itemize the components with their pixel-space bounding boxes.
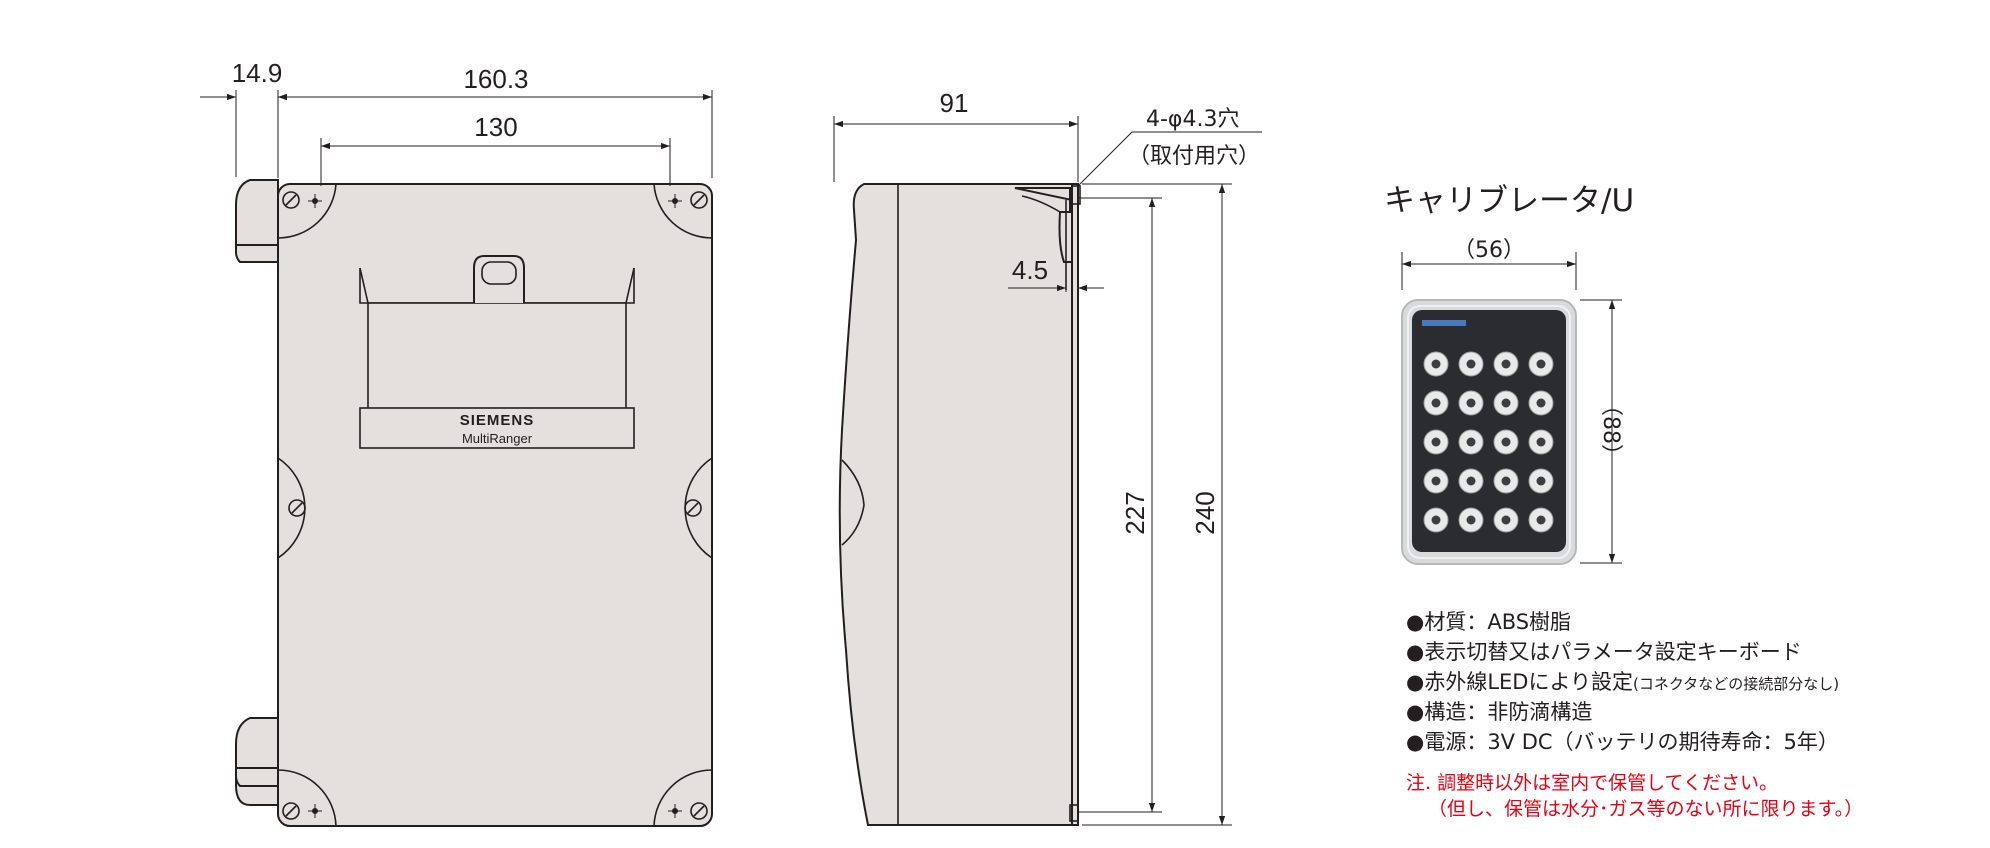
dim-mount-height: 227 bbox=[1120, 491, 1150, 534]
hole-note: （取付用穴） bbox=[1128, 144, 1260, 169]
spec-item: ●材質：ABS樹脂 bbox=[1406, 610, 1571, 634]
storage-note: （但し、保管は水分･ガス等のない所に限ります。） bbox=[1428, 798, 1863, 820]
lid-panel bbox=[367, 302, 627, 412]
side-body bbox=[838, 183, 1079, 826]
screw-icon bbox=[684, 499, 702, 517]
dim-depth: 91 bbox=[940, 88, 969, 118]
keypad-key-symbol bbox=[1431, 437, 1441, 447]
keypad-key-symbol bbox=[1431, 359, 1441, 369]
boss-bottom-right bbox=[653, 769, 713, 827]
keypad-key-symbol bbox=[1536, 476, 1546, 486]
brand-label: SIEMENS bbox=[460, 412, 535, 429]
keypad-key-symbol bbox=[1466, 398, 1476, 408]
ir-window bbox=[1422, 320, 1466, 326]
dim-mount-spacing: 130 bbox=[474, 112, 517, 142]
storage-note: 注. 調整時以外は室内で保管してください。 bbox=[1406, 772, 1778, 794]
side-flange bbox=[1071, 183, 1079, 826]
calibrator: キャリブレータ/U （56） （88） bbox=[1384, 183, 1634, 565]
calibrator-keypad bbox=[1423, 351, 1554, 533]
keypad-key-symbol bbox=[1501, 398, 1511, 408]
spec-list: ●材質：ABS樹脂 ●表示切替又はパラメータ設定キーボード ●赤外線LEDにより… bbox=[1406, 610, 1863, 820]
model-label: MultiRanger bbox=[462, 431, 533, 446]
keypad-key-symbol bbox=[1536, 398, 1546, 408]
keypad-key-symbol bbox=[1501, 476, 1511, 486]
screw-icon bbox=[288, 499, 306, 517]
keypad-key-symbol bbox=[1536, 515, 1546, 525]
keypad-key-symbol bbox=[1431, 476, 1441, 486]
mount-hole-icon bbox=[308, 194, 322, 208]
spec-item: ●赤外線LEDにより設定(コネクタなどの接続部分なし) bbox=[1406, 670, 1839, 694]
keypad-key-symbol bbox=[1466, 476, 1476, 486]
mount-hole-icon bbox=[668, 804, 682, 818]
side-view: 91 4-φ4.3穴 （取付用穴） 4.5 227 240 bbox=[833, 88, 1262, 826]
keypad-key-symbol bbox=[1501, 515, 1511, 525]
keypad-key-symbol bbox=[1466, 437, 1476, 447]
keypad-key-symbol bbox=[1466, 359, 1476, 369]
front-view: SIEMENS MultiRanger 14.9 160.3 130 bbox=[200, 58, 713, 827]
spec-item: ●表示切替又はパラメータ設定キーボード bbox=[1406, 640, 1802, 664]
screw-icon bbox=[282, 802, 300, 820]
keypad-key-symbol bbox=[1431, 515, 1441, 525]
spec-item: ●電源：3V DC（バッテリの期待寿命：5年） bbox=[1406, 730, 1839, 754]
screw-icon bbox=[282, 191, 300, 209]
mount-hole-icon bbox=[308, 804, 322, 818]
lid-label-band bbox=[359, 407, 635, 449]
keypad-key-symbol bbox=[1466, 515, 1476, 525]
keypad-key-symbol bbox=[1501, 359, 1511, 369]
boss-top-left bbox=[277, 183, 337, 239]
calibrator-title: キャリブレータ/U bbox=[1384, 183, 1634, 219]
boss-top-right bbox=[653, 183, 713, 239]
left-clip-top-foot bbox=[235, 244, 279, 263]
left-clip-bottom bbox=[235, 717, 279, 806]
calibrator-dim-height: （88） bbox=[1598, 394, 1623, 466]
keypad-key-symbol bbox=[1536, 437, 1546, 447]
dim-offset: 14.9 bbox=[232, 58, 283, 88]
keypad-key-symbol bbox=[1501, 437, 1511, 447]
boss-bottom-left bbox=[277, 769, 337, 827]
screw-icon bbox=[690, 802, 708, 820]
keypad-key-symbol bbox=[1431, 398, 1441, 408]
lid-handle bbox=[473, 255, 525, 303]
hole-spec: 4-φ4.3穴 bbox=[1146, 107, 1239, 132]
dim-height: 240 bbox=[1190, 491, 1220, 534]
calibrator-dim-width: （56） bbox=[1453, 238, 1525, 263]
mount-hole-icon bbox=[668, 194, 682, 208]
calibrator-keypad-face bbox=[1412, 310, 1566, 552]
left-clip-bottom-foot bbox=[235, 767, 279, 787]
keypad-key-symbol bbox=[1536, 359, 1546, 369]
lid-hinge bbox=[359, 267, 635, 304]
screw-icon bbox=[690, 191, 708, 209]
dim-lip: 4.5 bbox=[1012, 255, 1048, 285]
spec-item: ●構造：非防滴構造 bbox=[1406, 700, 1592, 724]
dim-width: 160.3 bbox=[463, 64, 528, 94]
